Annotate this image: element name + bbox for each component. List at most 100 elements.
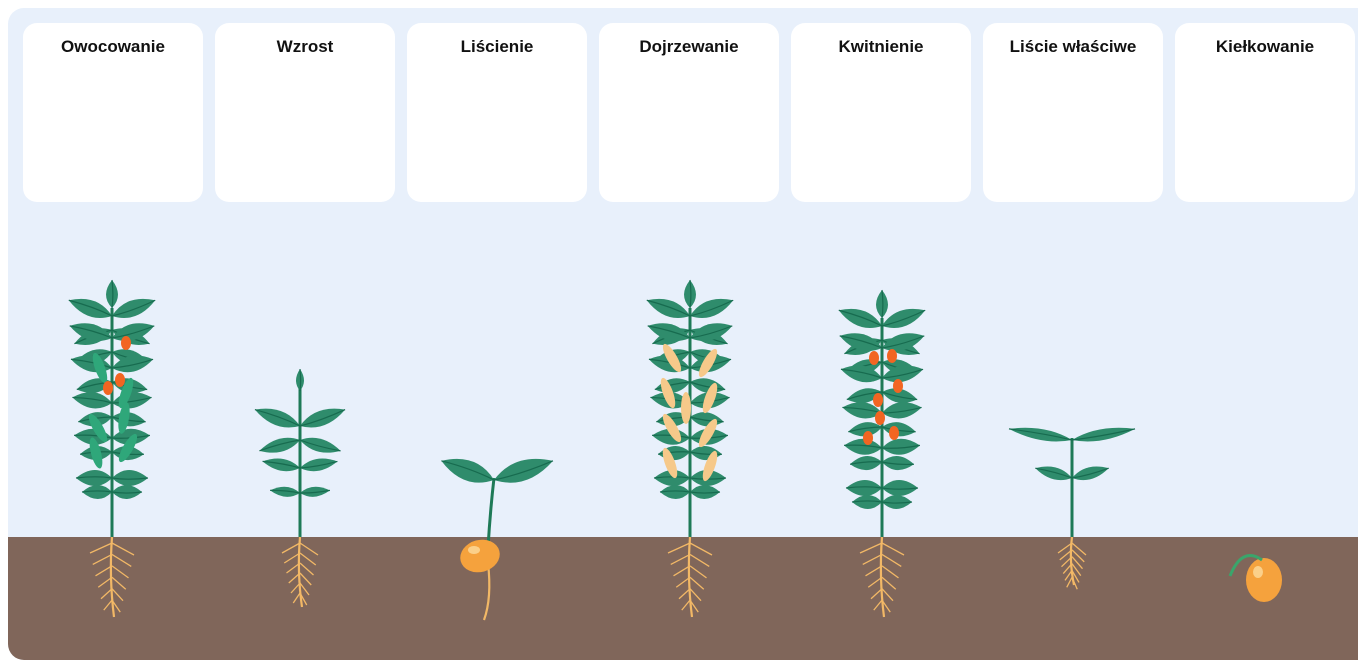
flower	[887, 349, 897, 363]
leaf	[1034, 462, 1074, 483]
leaf	[300, 485, 331, 498]
root-branch	[96, 566, 113, 576]
leaf	[1070, 462, 1110, 483]
root-branch	[874, 600, 882, 610]
root-branch	[679, 589, 690, 599]
root-branch	[690, 577, 704, 589]
leaf	[881, 437, 920, 456]
root-branch	[93, 554, 112, 564]
leaf-blade	[491, 451, 556, 489]
growth-stage-board: Owocowanie Wzrost Liścienie Dojrzewanie …	[8, 8, 1358, 660]
root-branch	[284, 553, 300, 563]
leaf	[298, 434, 342, 457]
plant-illustrations	[8, 8, 1358, 660]
root-branch	[674, 566, 691, 576]
leaf	[112, 485, 142, 499]
leaf-blade	[262, 455, 302, 473]
leaf-blade	[258, 434, 302, 457]
flower	[889, 426, 899, 440]
leaf-blade	[1071, 423, 1136, 445]
flower	[115, 373, 125, 387]
root-branch	[300, 573, 311, 585]
root-branch	[690, 543, 712, 555]
leaf-blade	[252, 403, 302, 434]
leaf	[297, 403, 347, 434]
leaf	[111, 390, 153, 411]
leaf-blade	[881, 420, 917, 439]
root-branch	[112, 566, 129, 578]
stem	[488, 478, 494, 548]
root-branch	[682, 600, 690, 610]
leaf	[844, 437, 883, 456]
leaf-vein	[300, 369, 301, 391]
plant-fruiting-illustration[interactable]	[66, 280, 158, 617]
leaf-blade	[299, 455, 339, 473]
root-branch	[1072, 543, 1086, 555]
leaf	[252, 403, 302, 434]
root-main	[484, 563, 489, 620]
root-branch	[300, 563, 314, 575]
plant-germination-illustration[interactable]	[1230, 556, 1282, 602]
leaf	[299, 455, 339, 473]
plant-growth-illustration[interactable]	[252, 369, 347, 607]
leaf	[296, 369, 304, 391]
leaf-blade	[297, 403, 347, 434]
root-branch	[882, 566, 899, 578]
root-branch	[104, 600, 112, 610]
root-branch	[860, 543, 882, 553]
leaf	[438, 451, 497, 489]
leaf	[882, 495, 912, 509]
plant-cotyledon-illustration[interactable]	[438, 451, 556, 620]
leaf	[112, 470, 148, 486]
leaf-blade	[1008, 423, 1073, 445]
root-branch	[882, 589, 893, 601]
leaf-blade	[111, 390, 153, 411]
root-branch	[101, 589, 112, 599]
root-branch	[112, 589, 123, 601]
leaf-blade	[1034, 462, 1074, 483]
flower	[103, 381, 113, 395]
seed-highlight	[1253, 566, 1263, 578]
root-branch	[1067, 577, 1072, 587]
leaf	[882, 455, 915, 471]
leaf	[82, 485, 112, 499]
flower	[863, 431, 873, 445]
leaf	[1008, 423, 1073, 445]
root-branch	[293, 593, 300, 603]
root-branch	[868, 577, 882, 587]
root-branch	[690, 589, 701, 601]
leaf	[690, 445, 723, 461]
leaf	[660, 485, 690, 499]
seed-coat	[457, 535, 504, 576]
plant-flowering-illustration[interactable]	[836, 290, 928, 617]
root-branch	[690, 566, 707, 578]
root-branch	[112, 554, 131, 566]
leaf	[658, 445, 691, 461]
leaf	[881, 420, 917, 439]
flower	[893, 379, 903, 393]
seed-coat	[1246, 558, 1282, 602]
root-branch	[871, 589, 882, 599]
root-branch	[282, 543, 300, 553]
leaf	[690, 485, 720, 499]
leaf	[258, 434, 302, 457]
leaf	[270, 485, 301, 498]
leaf-blade	[438, 451, 497, 489]
plant-true-leaves-illustration[interactable]	[1008, 423, 1136, 589]
root-branch	[300, 543, 318, 555]
leaf-blade	[1070, 462, 1110, 483]
ripe-pod	[681, 392, 691, 424]
leaf	[881, 400, 923, 421]
leaf	[852, 495, 882, 509]
leaf	[684, 280, 696, 308]
plant-ripening-illustration[interactable]	[644, 280, 736, 617]
root-branch	[112, 543, 134, 555]
flower	[875, 411, 885, 425]
root-branch	[863, 554, 882, 564]
seed-highlight	[468, 546, 480, 554]
root-branch	[690, 554, 709, 566]
flower	[121, 336, 131, 350]
leaf	[876, 290, 888, 318]
root-branch	[866, 566, 883, 576]
leaf	[491, 451, 556, 489]
